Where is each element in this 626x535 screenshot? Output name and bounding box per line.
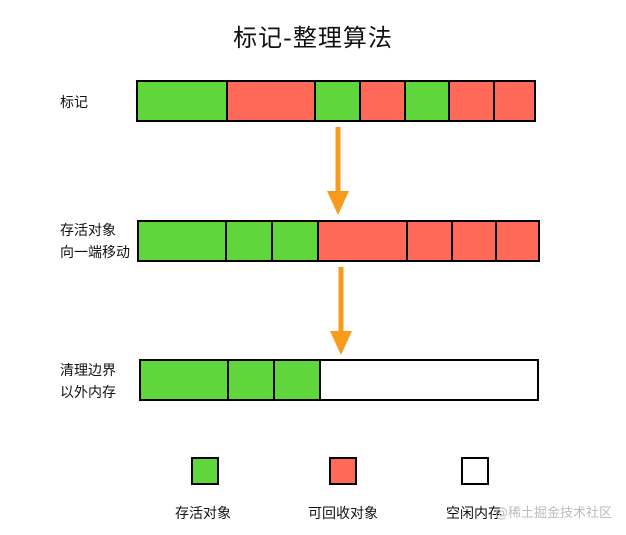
legend-free-swatch: [461, 457, 489, 485]
diagram-title: 标记-整理算法: [233, 24, 393, 52]
live-object-cell: [406, 82, 450, 120]
legend-live-label: 存活对象: [175, 506, 231, 522]
row-label-line: 清理边界: [60, 363, 116, 379]
live-object-cell: [316, 82, 361, 120]
row-label-line: 以外内存: [60, 385, 116, 401]
row-label-clean: 清理边界 以外内存: [60, 360, 116, 404]
live-object-cell: [273, 222, 319, 260]
free-memory-cell: [321, 361, 537, 399]
legend-reclaimable-swatch: [329, 457, 357, 485]
memory-bar-marked: [136, 80, 536, 122]
row-label-line: 向一端移动: [60, 245, 130, 261]
row-label-mark: 标记: [60, 92, 88, 114]
live-object-cell: [229, 361, 275, 399]
down-arrow-icon: [330, 267, 352, 355]
live-object-cell: [138, 82, 228, 120]
reclaimable-object-cell: [497, 222, 538, 260]
down-arrow-icon: [327, 127, 349, 215]
reclaimable-object-cell: [361, 82, 406, 120]
reclaimable-object-cell: [319, 222, 408, 260]
watermark: @稀土掘金技术社区: [494, 506, 612, 521]
memory-bar-moved: [137, 220, 540, 262]
row-label-line: 标记: [60, 95, 88, 111]
legend-live-swatch: [191, 457, 219, 485]
row-label-move: 存活对象 向一端移动: [60, 220, 130, 264]
reclaimable-object-cell: [450, 82, 495, 120]
row-label-line: 存活对象: [60, 223, 116, 239]
live-object-cell: [139, 222, 227, 260]
legend-free-label: 空闲内存: [446, 506, 502, 522]
reclaimable-object-cell: [228, 82, 316, 120]
live-object-cell: [275, 361, 321, 399]
reclaimable-object-cell: [495, 82, 534, 120]
reclaimable-object-cell: [453, 222, 497, 260]
live-object-cell: [141, 361, 229, 399]
memory-bar-cleaned: [139, 359, 539, 401]
reclaimable-object-cell: [408, 222, 453, 260]
live-object-cell: [227, 222, 273, 260]
legend-reclaimable-label: 可回收对象: [308, 506, 378, 522]
